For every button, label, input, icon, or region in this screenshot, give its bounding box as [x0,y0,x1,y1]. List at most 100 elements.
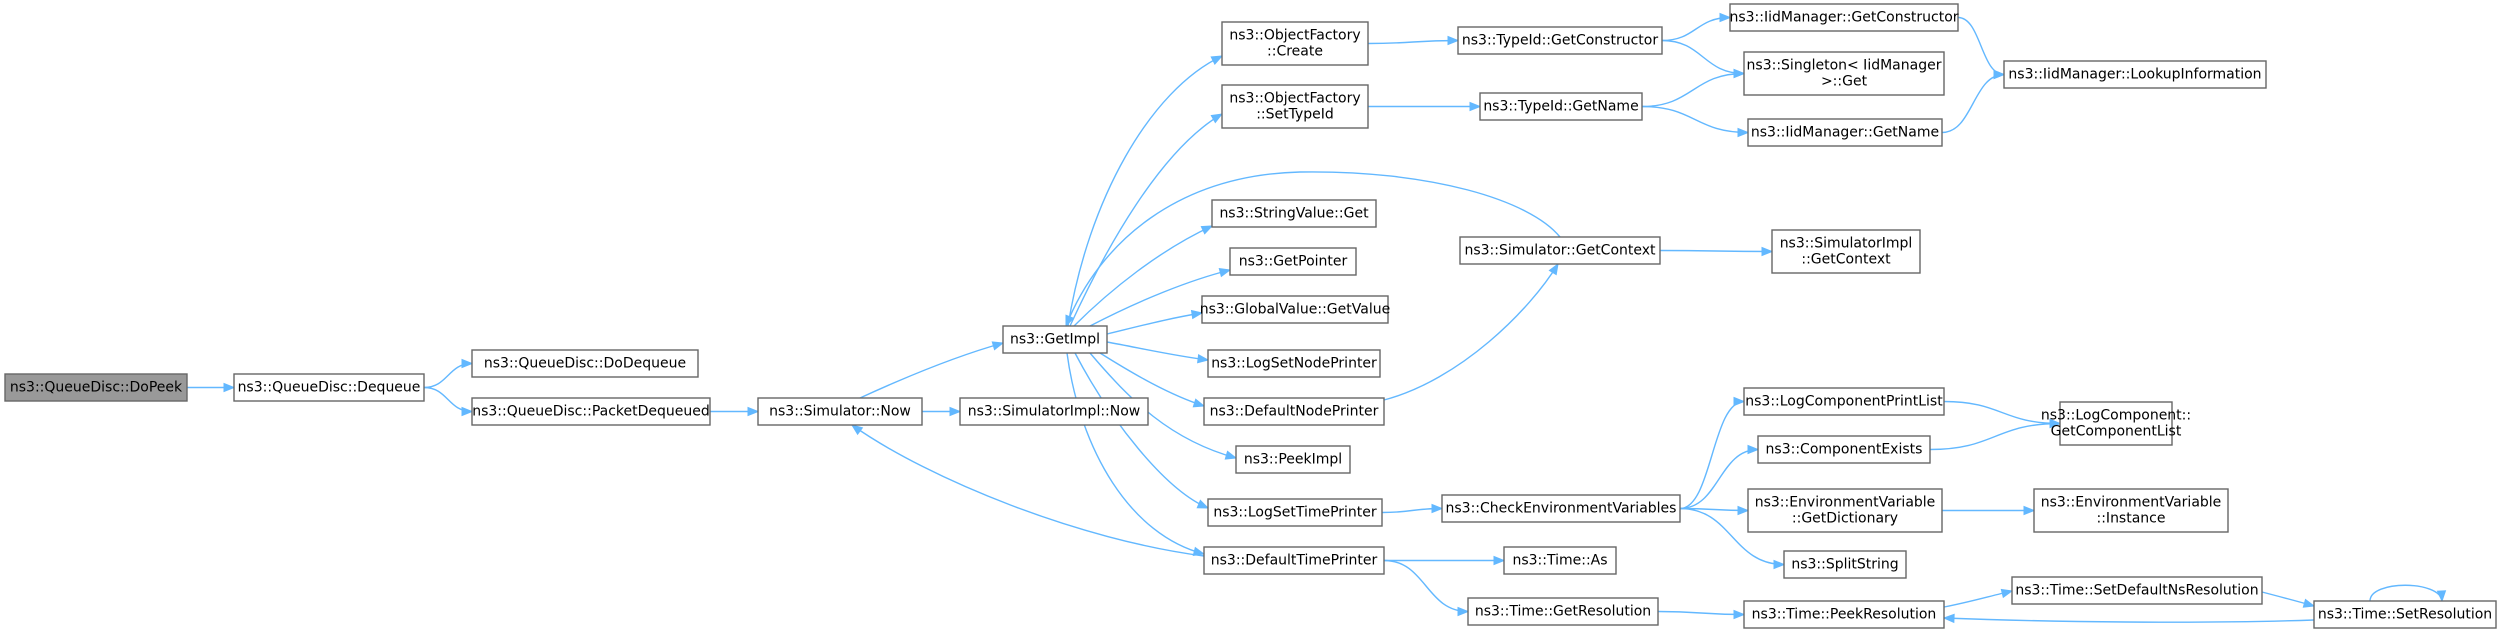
node-label: ns3::LogSetNodePrinter [1211,356,1377,372]
node-time_setresolution[interactable]: ns3::Time::SetResolution [2313,600,2497,629]
node-box [757,397,923,426]
arrow-head [2049,418,2062,429]
node-checkenv[interactable]: ns3::CheckEnvironmentVariables [1441,494,1681,523]
node-iid_getconstructor[interactable]: ns3::IidManager::GetConstructor [1729,3,1959,32]
node-time_getresolution[interactable]: ns3::Time::GetResolution [1467,597,1659,626]
edge-line [1641,105,1749,134]
edge-getimpl-to-defaulttimeprinter [1066,352,1206,556]
node-box [1503,546,1617,575]
node-label: ns3::ObjectFactory [1229,28,1360,44]
arrow-head [747,406,760,417]
arrow-head [1224,450,1238,460]
edge-line [1099,352,1205,407]
node-logsettimeprinter[interactable]: ns3::LogSetTimePrinter [1207,498,1383,527]
node-getimpl[interactable]: ns3::GetImpl [1002,325,1108,354]
node-dequeue[interactable]: ns3::QueueDisc::Dequeue [233,373,425,402]
arrow-head [1218,268,1232,278]
node-box [1757,435,1931,464]
node-label: ns3::QueueDisc::Dequeue [238,380,421,396]
node-box [1747,488,1943,533]
edge-time_getresolution-to-time_peekresolution [1657,609,1746,620]
node-logcomponent_getcomponentlist[interactable]: ns3::LogComponent::GetComponentList [2041,401,2191,446]
node-logsetnodeprinter[interactable]: ns3::LogSetNodePrinter [1207,349,1381,378]
arrow-head [1733,68,1746,79]
node-label: ::Create [1267,44,1323,60]
node-time_setdefaultnsresolution[interactable]: ns3::Time::SetDefaultNsResolution [2011,576,2263,605]
node-defaultnodeprinter[interactable]: ns3::DefaultNodePrinter [1203,397,1385,426]
edge-iid_getconstructor-to-iid_lookupinformation [1957,16,2006,80]
edge-line [423,362,473,389]
node-box [1729,3,1959,32]
node-of_create[interactable]: ns3::ObjectFactory::Create [1221,21,1369,66]
node-typeid_getconstructor[interactable]: ns3::TypeId::GetConstructor [1457,26,1663,55]
node-componentexists[interactable]: ns3::ComponentExists [1757,435,1931,464]
node-label: ns3::EnvironmentVariable [2041,495,2222,511]
node-dopeek[interactable]: ns3::QueueDisc::DoPeek [4,373,188,402]
arrow-head [949,406,962,417]
arrow-head [1993,69,2006,80]
node-splitstring[interactable]: ns3::SplitString [1783,550,1907,579]
edge-typeid_getconstructor-to-singleton_get [1661,39,1746,79]
arrow-head [2436,590,2447,603]
node-peekimpl[interactable]: ns3::PeekImpl [1235,445,1351,474]
edge-line [1106,312,1203,335]
node-envvar_getdictionary[interactable]: ns3::EnvironmentVariable::GetDictionary [1747,488,1943,533]
node-singleton_get[interactable]: ns3::Singleton< IidManager>::Get [1743,51,1945,96]
arrow-head [1457,606,1470,617]
node-label: ns3::Time::PeekResolution [1752,607,1937,623]
node-packetdequeued[interactable]: ns3::QueueDisc::PacketDequeued [471,397,711,426]
nodes-layer: ns3::QueueDisc::DoPeek ns3::QueueDisc::De… [4,3,2497,629]
node-label: >::Get [1821,74,1868,90]
node-label: ::GetContext [1801,252,1891,268]
arrow-head [223,382,236,393]
edge-packetdequeued-to-sim_now [709,406,760,417]
node-label: ns3::GetImpl [1010,332,1100,348]
node-box [1479,92,1643,121]
arrow-head [2302,598,2316,608]
arrow-head [1192,398,1206,408]
node-label: ns3::TypeId::GetName [1483,99,1638,115]
node-simimpl_getcontext[interactable]: ns3::SimulatorImpl::GetContext [1771,229,1921,274]
edge-getimpl-to-stringvalue_get [1073,225,1214,327]
node-stringvalue_get[interactable]: ns3::StringValue::Get [1211,199,1377,228]
node-logcomponentprintlist[interactable]: ns3::LogComponentPrintList [1743,387,1945,416]
node-box [1207,498,1383,527]
node-label: ns3::Simulator::GetContext [1464,243,1656,259]
node-iid_lookupinformation[interactable]: ns3::IidManager::LookupInformation [2003,60,2267,89]
node-box [959,397,1149,426]
node-sim_now[interactable]: ns3::Simulator::Now [757,397,923,426]
edge-iid_getname-to-iid_lookupinformation [1941,69,2006,134]
edge-logsettimeprinter-to-checkenv [1381,503,1444,514]
node-label: ns3::SimulatorImpl::Now [968,404,1141,420]
node-box [1743,51,1945,96]
edge-line [1074,352,1209,509]
node-globalvalue_getvalue[interactable]: ns3::GlobalValue::GetValue [1200,295,1390,324]
node-dodequeue[interactable]: ns3::QueueDisc::DoDequeue [471,349,699,378]
node-box [1002,325,1108,354]
arrow-head [1737,505,1750,516]
node-iid_getname[interactable]: ns3::IidManager::GetName [1747,118,1943,147]
node-defaulttimeprinter[interactable]: ns3::DefaultTimePrinter [1203,546,1385,575]
node-typeid_getname[interactable]: ns3::TypeId::GetName [1479,92,1643,121]
node-box [1201,295,1389,324]
edge-getimpl-to-getpointer [1089,268,1232,327]
arrow-head [850,424,864,436]
edge-defaulttimeprinter-to-time_getresolution [1383,559,1470,617]
edge-line [1065,171,1561,327]
edge-time_setresolution-to-time_peekresolution [1942,613,2315,624]
node-label: ns3::StringValue::Get [1219,206,1369,222]
edge-line [1089,352,1237,459]
node-simimpl_now[interactable]: ns3::SimulatorImpl::Now [959,397,1149,426]
node-box [1783,550,1907,579]
node-of_settypeid[interactable]: ns3::ObjectFactory::SetTypeId [1221,84,1369,129]
edge-sim_now-to-simimpl_now [921,406,962,417]
node-sim_getcontext[interactable]: ns3::Simulator::GetContext [1459,236,1661,265]
arrow-head [461,406,474,417]
node-time_as[interactable]: ns3::Time::As [1503,546,1617,575]
node-label: ns3::PeekImpl [1244,452,1342,468]
node-getpointer[interactable]: ns3::GetPointer [1229,247,1357,276]
node-time_peekresolution[interactable]: ns3::Time::PeekResolution [1743,600,1945,629]
node-envvar_instance[interactable]: ns3::EnvironmentVariable::Instance [2033,488,2229,533]
edge-getimpl-to-peekimpl [1089,352,1238,460]
node-box [1457,26,1663,55]
